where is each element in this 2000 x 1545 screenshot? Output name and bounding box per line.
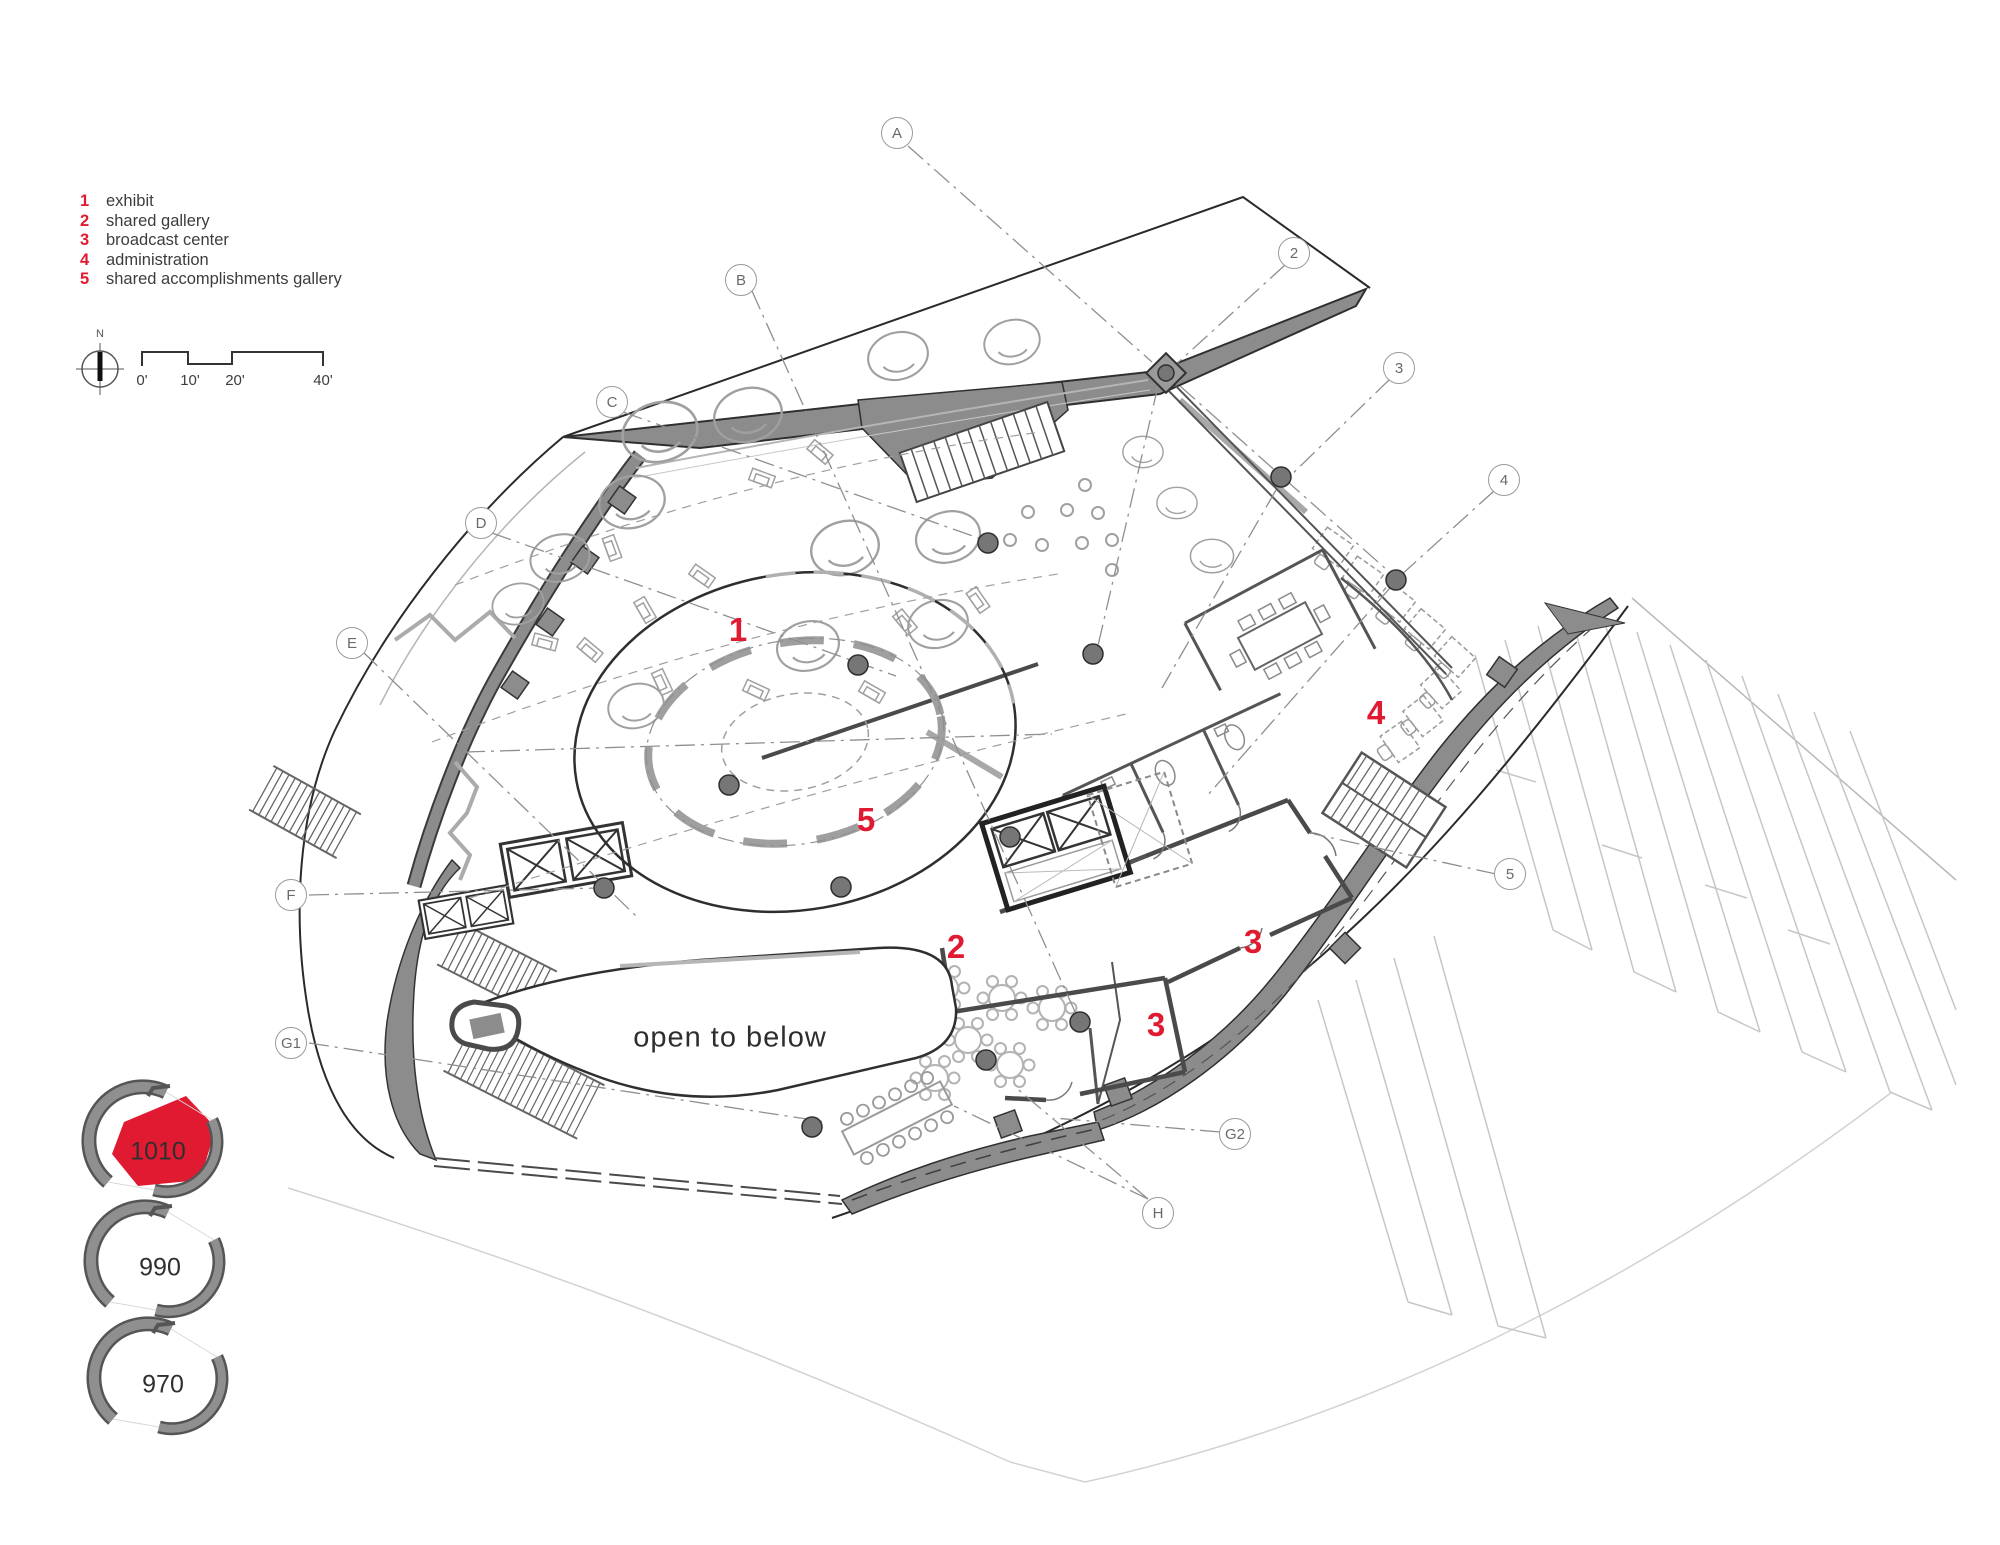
grid-bubble-A: A [881, 117, 913, 149]
grid-bubble-C: C [596, 386, 628, 418]
grid-bubble-G1: G1 [275, 1027, 307, 1059]
west-wedge [384, 858, 462, 1162]
grid-bubble-H: H [1142, 1197, 1174, 1229]
grid-bubble-B: B [725, 264, 757, 296]
north-arrow-icon [76, 343, 124, 395]
east-band-tip [1543, 602, 1626, 635]
info-desk [449, 999, 522, 1052]
level-key-value-970: 970 [142, 1370, 184, 1399]
level-key-value-990: 990 [139, 1253, 181, 1282]
entry-stair [898, 400, 1066, 504]
stairs [248, 400, 1448, 1140]
area-label-3: 3 [1243, 923, 1263, 960]
scale-tick-label: 0' [136, 372, 148, 389]
legend-label: exhibit [106, 192, 154, 210]
diamond-column [1144, 351, 1188, 395]
area-label-3: 3 [1146, 1006, 1166, 1043]
grid-bubble-3: 3 [1383, 352, 1415, 384]
column-nodes [593, 351, 1407, 1138]
east-band [1093, 597, 1620, 1131]
legend-item: 5 shared accomplishments gallery [80, 270, 342, 290]
elevator-cores [417, 770, 1194, 941]
open-to-below-label: open to below [633, 1021, 827, 1054]
east-core [978, 783, 1134, 913]
legend-number: 1 [80, 192, 90, 210]
grid-bubble-4: 4 [1488, 464, 1520, 496]
north-label: N [96, 328, 104, 340]
site-terraces [287, 597, 1957, 1483]
legend-number: 5 [80, 270, 90, 288]
switchback-stair [1320, 750, 1448, 870]
legend-label: broadcast center [106, 231, 229, 249]
area-label-5: 5 [856, 801, 876, 838]
west-elevator-pair-small [417, 883, 515, 941]
grid-bubble-F: F [275, 879, 307, 911]
west-stair-mid [436, 920, 558, 1016]
scale-tick-label: 10' [180, 372, 200, 389]
roof-wing-outline [562, 195, 1371, 438]
grid-bubble-G2: G2 [1219, 1118, 1251, 1150]
legend-label: administration [106, 250, 209, 269]
legend-number: 4 [80, 250, 90, 269]
zigzag-wall [393, 609, 517, 643]
grid-bubble-E: E [336, 627, 368, 659]
conference-room [1183, 547, 1377, 691]
zigzag-ramp [447, 760, 480, 881]
legend-label: shared accomplishments gallery [106, 270, 342, 288]
open-to-below-area [449, 946, 958, 1098]
south-band [840, 1121, 1105, 1215]
area-label-1: 1 [728, 611, 748, 648]
legend-label: shared gallery [106, 211, 210, 230]
west-stair-upper [248, 765, 362, 859]
office-desks [1305, 526, 1477, 770]
grid-bubble-2: 2 [1278, 237, 1310, 269]
level-key-value-1010: 1010 [130, 1137, 186, 1166]
legend-item: 1 exhibit [80, 192, 342, 212]
scale-bar [141, 351, 324, 366]
area-label-4: 4 [1366, 694, 1386, 731]
legend-number: 3 [80, 231, 90, 249]
interior-walls [433, 377, 1454, 1205]
legend-item: 4 administration [80, 251, 342, 271]
grid-bubble-5: 5 [1494, 858, 1526, 890]
grid-bubble-D: D [465, 507, 497, 539]
bar-counter [840, 1071, 954, 1165]
grid-arcs [431, 431, 1127, 899]
legend-item: 2 shared gallery [80, 212, 342, 232]
legend: 1 exhibit 2 shared gallery 3 broadcast center… [80, 192, 342, 290]
scale-tick-label: 40' [313, 372, 333, 389]
scale-tick-label: 20' [225, 372, 245, 389]
level-key-icon-1010 [89, 1086, 217, 1192]
area-label-2: 2 [946, 928, 966, 965]
legend-item: 3 broadcast center [80, 231, 342, 251]
legend-number: 2 [80, 211, 90, 230]
